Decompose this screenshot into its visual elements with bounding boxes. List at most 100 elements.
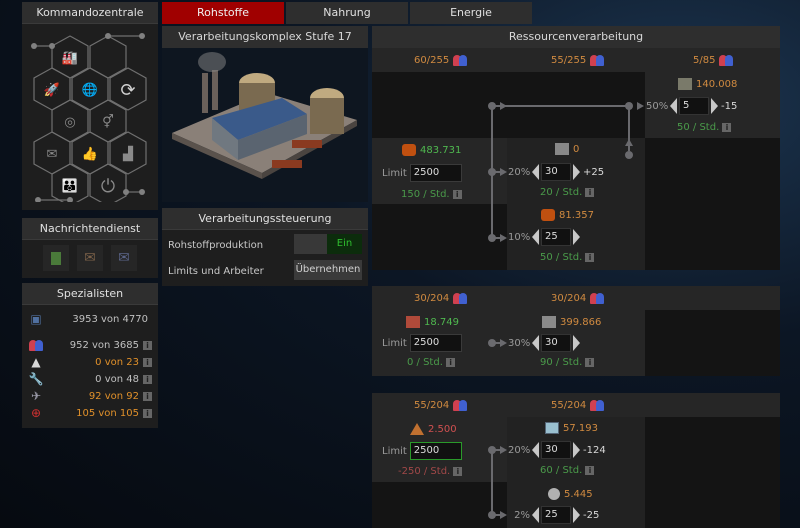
glass-icon (545, 422, 559, 434)
control-panel: Verarbeitungssteuerung Rohstoffproduktio… (162, 208, 368, 286)
workers-icon (28, 338, 44, 352)
ore-icon (402, 144, 416, 156)
block2-limit-input[interactable]: 2500 (409, 334, 462, 352)
info-icon[interactable]: i (143, 340, 152, 350)
info-icon[interactable]: i (143, 391, 152, 401)
block3-out2-input[interactable]: 25 (541, 506, 571, 524)
increase-arrow[interactable] (573, 335, 580, 351)
factory-icon: 🏭 (62, 51, 78, 66)
building-image (162, 48, 368, 202)
limits-label: Limits und Arbeiter (168, 266, 264, 277)
block1-out3-input[interactable]: 5 (679, 97, 709, 115)
command-center-panel: Kommandozentrale 🏭 🚀 🌐 ⟳ ◎ (22, 2, 158, 210)
block3-out1-input[interactable]: 30 (541, 441, 571, 459)
info-icon[interactable]: i (143, 374, 152, 384)
block1-workers-bar (372, 48, 780, 72)
podium-icon: ▟ (122, 145, 134, 162)
block1-out3-stepper: 50% 5 -15 (646, 96, 737, 116)
info-icon[interactable]: i (585, 466, 595, 475)
block1-out2-amount: 81.357 (541, 209, 594, 221)
info-icon[interactable]: i (585, 358, 595, 367)
increase-arrow[interactable] (573, 164, 580, 180)
connector (491, 449, 493, 515)
intel-panel: Nachrichtendienst ✉ ✉ (22, 218, 158, 278)
target-icon: ⊕ (30, 406, 42, 420)
block3-limit-input[interactable]: 2500 (409, 442, 462, 460)
block3-workers-2: 55/204 (551, 399, 605, 411)
increase-arrow[interactable] (711, 98, 718, 114)
spec-row-jet: ✈ 92 von 92 i (28, 388, 152, 404)
block3-out2-amount: 5.445 (548, 488, 593, 500)
info-icon[interactable]: i (585, 188, 595, 197)
block3-out1-rate: 60 / Std. i (540, 465, 595, 476)
specialists-panel: Spezialisten (22, 283, 158, 428)
ore-sparkle-icon (541, 209, 555, 221)
thumbs-up-icon: 👍 (82, 146, 98, 162)
connector (491, 342, 505, 344)
connector (491, 237, 505, 239)
hex-grid: 🏭 🚀 🌐 ⟳ ◎ ⚥ ✉ 👍 ▟ 👪 ⏻ (31, 33, 147, 202)
decrease-arrow[interactable] (532, 335, 539, 351)
block3-workers-bar (372, 393, 780, 417)
block1-bg-bl (372, 204, 507, 270)
block1-out1-stepper: 20% 30 +25 (508, 162, 604, 182)
block1-out2-input[interactable]: 25 (541, 228, 571, 246)
workers-icon (589, 292, 605, 304)
block1-out1-amount: 0 (555, 143, 579, 155)
tab-nahrung[interactable]: Nahrung (286, 2, 408, 24)
increase-arrow[interactable] (573, 229, 580, 245)
connector-arrow (625, 139, 633, 146)
intel-title: Nachrichtendienst (22, 218, 158, 240)
connector-arrow (500, 339, 507, 347)
block3-bg-r (645, 417, 780, 528)
block1-bg-mc (507, 138, 645, 270)
spec-row-robots: ▣ 3953 von 4770 (28, 311, 152, 327)
rocket-icon: 🚀 (44, 82, 60, 98)
block1-out1-input[interactable]: 30 (541, 163, 571, 181)
tab-rohstoffe[interactable]: Rohstoffe (162, 2, 284, 24)
jet-icon: ✈ (30, 389, 42, 403)
block2-workers-2: 30/204 (551, 292, 605, 304)
info-icon[interactable]: i (453, 467, 463, 476)
workers-icon (589, 54, 605, 66)
metal-bar-icon (555, 143, 569, 155)
tab-energie[interactable]: Energie (410, 2, 532, 24)
info-icon[interactable]: i (143, 408, 152, 418)
increase-arrow[interactable] (573, 507, 580, 523)
decrease-arrow[interactable] (532, 442, 539, 458)
decrease-arrow[interactable] (532, 164, 539, 180)
connector-node (488, 102, 496, 110)
connector-arrow (500, 102, 507, 110)
workers-icon (718, 54, 734, 66)
apply-button[interactable]: Übernehmen (294, 260, 362, 280)
info-icon[interactable]: i (722, 123, 732, 132)
info-icon[interactable]: i (143, 357, 152, 367)
connector-arrow (500, 511, 507, 519)
increase-arrow[interactable] (573, 442, 580, 458)
decrease-arrow[interactable] (532, 507, 539, 523)
block1-limit-input[interactable]: 2500 (409, 164, 462, 182)
mail-blue-button[interactable]: ✉ (111, 245, 137, 271)
block2-out1-input[interactable]: 30 (541, 334, 571, 352)
toggle-off-half (294, 234, 327, 254)
control-title: Verarbeitungssteuerung (162, 208, 368, 230)
globe-icon: 🌐 (82, 82, 98, 98)
block1-out2-rate: 50 / Std. i (540, 252, 595, 263)
drill-icon (542, 316, 556, 328)
block3-bg-bl (372, 482, 507, 528)
production-label: Rohstoffproduktion (168, 240, 264, 251)
decrease-arrow[interactable] (670, 98, 677, 114)
mail-brown-button[interactable]: ✉ (77, 245, 103, 271)
block3-workers-1: 55/204 (414, 399, 468, 411)
block1-out3-rate: 50 / Std. i (677, 122, 732, 133)
decrease-arrow[interactable] (532, 229, 539, 245)
info-icon[interactable]: i (452, 190, 462, 199)
production-toggle[interactable]: Ein (294, 234, 362, 254)
info-icon[interactable]: i (585, 253, 595, 262)
info-icon[interactable]: i (446, 358, 456, 367)
pyramid-icon: ▲ (31, 355, 41, 369)
refresh-icon: ⟳ (120, 80, 135, 101)
documents-button[interactable] (43, 245, 69, 271)
block1-limit: Limit 2500 (382, 164, 462, 182)
command-center-title: Kommandozentrale (22, 2, 158, 24)
